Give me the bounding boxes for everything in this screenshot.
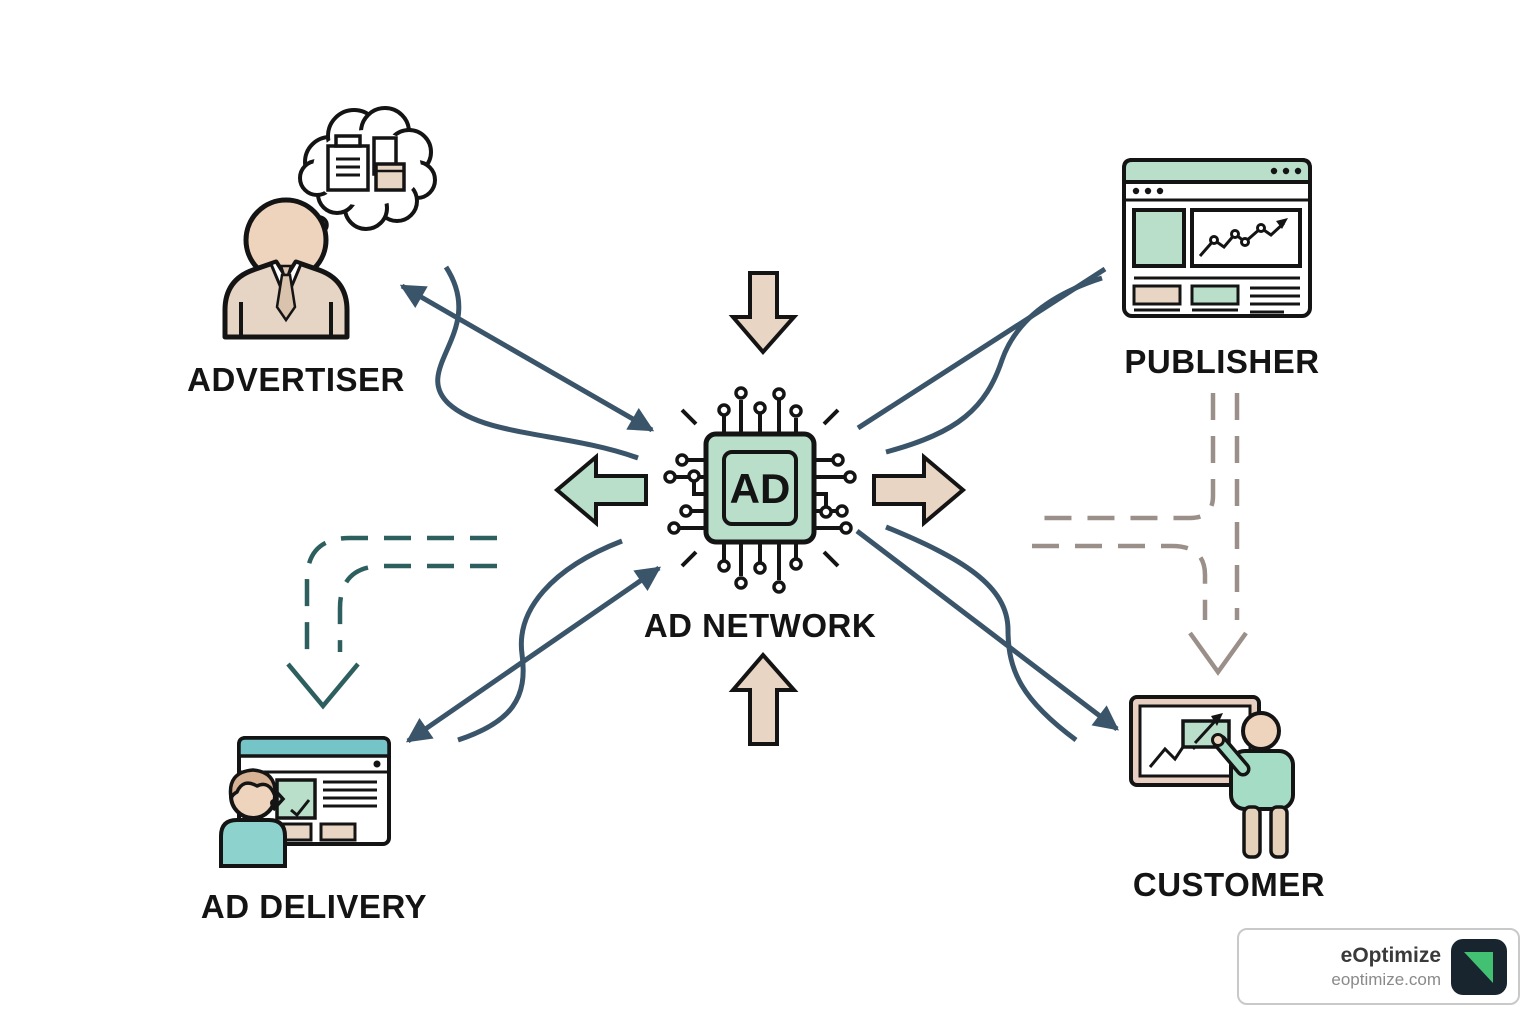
trend-chart-icon: [1198, 218, 1288, 257]
block-arrow-up-icon: [728, 651, 799, 746]
arrow-adnetwork-customer: [855, 529, 1119, 731]
customer-label: CUSTOMER: [1132, 866, 1326, 903]
advertiser-icon: [222, 106, 437, 340]
block-arrow-down-icon: [728, 271, 799, 356]
block-arrow-left-icon: [553, 452, 648, 528]
ad-delivery-label: AD DELIVERY: [200, 888, 428, 925]
publisher-icon: [1122, 158, 1312, 318]
watermark-badge: eOptimize eoptimize.com: [1237, 928, 1520, 1005]
advertiser-label: ADVERTISER: [187, 361, 405, 398]
product-icons: [326, 134, 406, 192]
ad-delivery-icon: [219, 736, 391, 868]
watermark-domain: eoptimize.com: [1331, 970, 1441, 989]
customer-person: [1211, 711, 1295, 859]
scurve-advertiser: [435, 265, 639, 461]
publisher-label: PUBLISHER: [1124, 343, 1320, 380]
arrow-adnetwork-addelivery: [405, 565, 662, 744]
eoptimize-logo-icon: [1451, 938, 1507, 995]
ad-network-chip-icon: AD: [663, 386, 857, 594]
customer-icon: [1129, 695, 1295, 859]
arrow-adnetwork-advertiser: [399, 283, 655, 433]
scurve-addelivery: [457, 538, 623, 743]
scurve-customer: [885, 524, 1078, 743]
block-arrow-right-icon: [872, 452, 967, 528]
ad-network-label: AD NETWORK: [643, 607, 877, 644]
watermark-name: eOptimize: [1340, 943, 1441, 967]
dashed-arrow-addelivery: [286, 535, 497, 710]
support-agent: [219, 768, 287, 868]
chip-ad-text: AD: [730, 465, 791, 512]
scurve-publisher: [885, 275, 1103, 455]
dashed-arrow-customer: [1032, 393, 1248, 676]
